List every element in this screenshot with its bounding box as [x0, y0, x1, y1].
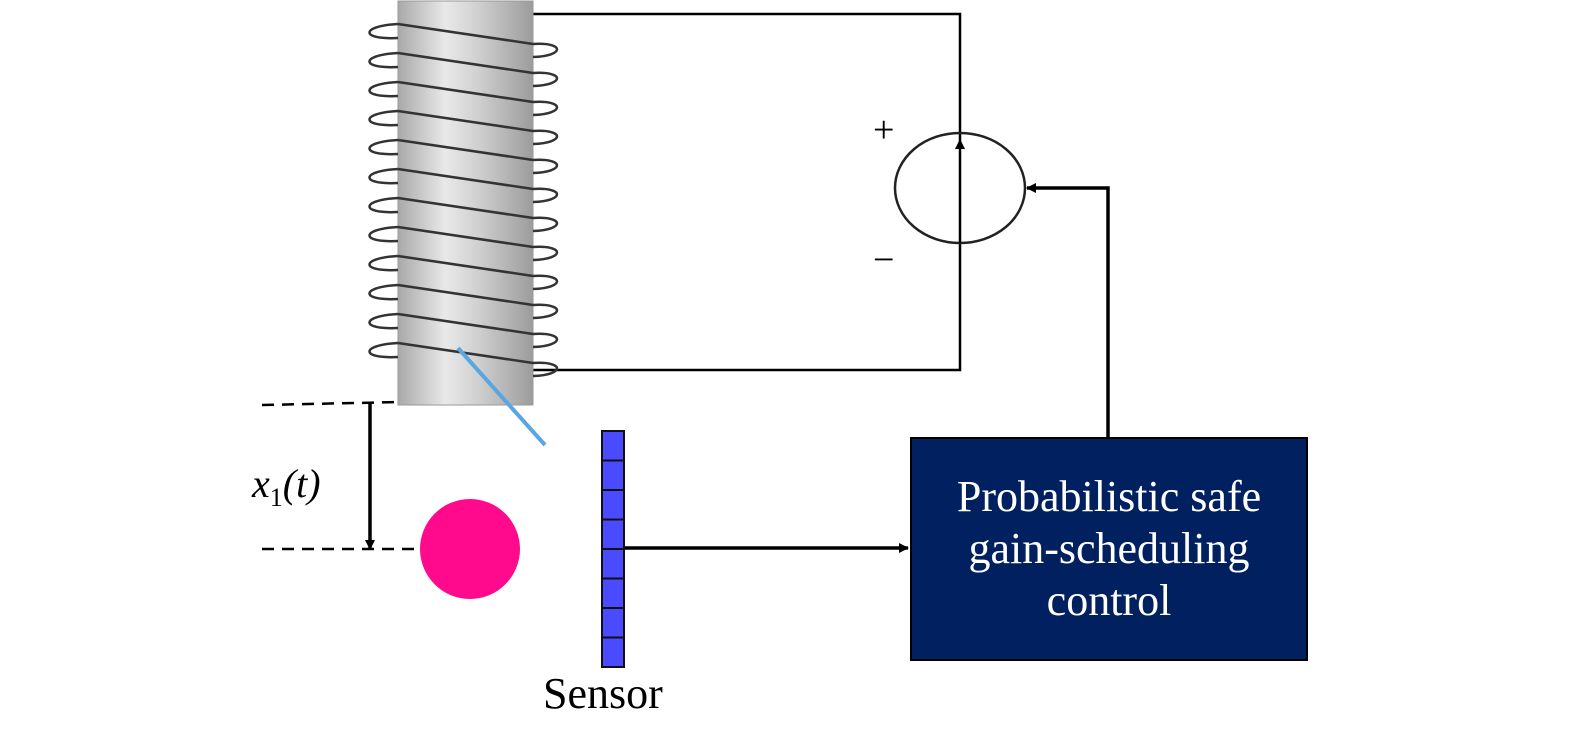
- coil-loop: [368, 196, 558, 233]
- controller-line-2: gain-scheduling: [968, 524, 1250, 573]
- coil-loop: [368, 254, 558, 291]
- controller-line-1: Probabilistic safe: [956, 472, 1262, 521]
- sensor-cell: [601, 577, 625, 609]
- plus-label: +: [873, 109, 895, 151]
- coil-loop: [368, 225, 558, 262]
- sensor-cell: [601, 548, 625, 580]
- control-signal-arrow: [1026, 183, 1110, 437]
- sensor-cell: [601, 489, 625, 521]
- electromagnet-core: [397, 0, 534, 406]
- coil-loop: [368, 167, 558, 204]
- sensor-cell: [601, 518, 625, 550]
- displacement-sub: 1: [269, 483, 283, 512]
- displacement-arg: (t): [282, 461, 321, 506]
- displacement-var: x: [252, 461, 270, 506]
- sensor-cell: [601, 636, 625, 668]
- sensor-cell: [601, 607, 625, 639]
- minus-label: −: [873, 239, 895, 281]
- coil-loop: [368, 22, 558, 59]
- controller-line-3: control: [1046, 576, 1172, 625]
- coil-loop: [368, 51, 558, 88]
- coil-loop: [368, 138, 558, 175]
- sensor-label: Sensor: [543, 669, 663, 718]
- coil-winding: [368, 22, 558, 378]
- controller-block: Probabilistic safe gain-scheduling contr…: [910, 437, 1308, 661]
- sensor-cell: [601, 430, 625, 462]
- displacement-label: x1(t): [252, 460, 321, 513]
- sensor-cell: [601, 459, 625, 491]
- light-beam: [456, 346, 547, 447]
- coil-loop: [368, 283, 558, 320]
- sensor-array: [601, 430, 625, 668]
- reference-line-top: [261, 400, 401, 407]
- levitated-ball: [420, 499, 520, 599]
- coil-loop: [368, 312, 558, 349]
- coil-loop: [368, 80, 558, 117]
- coil-loop: [368, 341, 558, 378]
- coil-loop: [368, 109, 558, 146]
